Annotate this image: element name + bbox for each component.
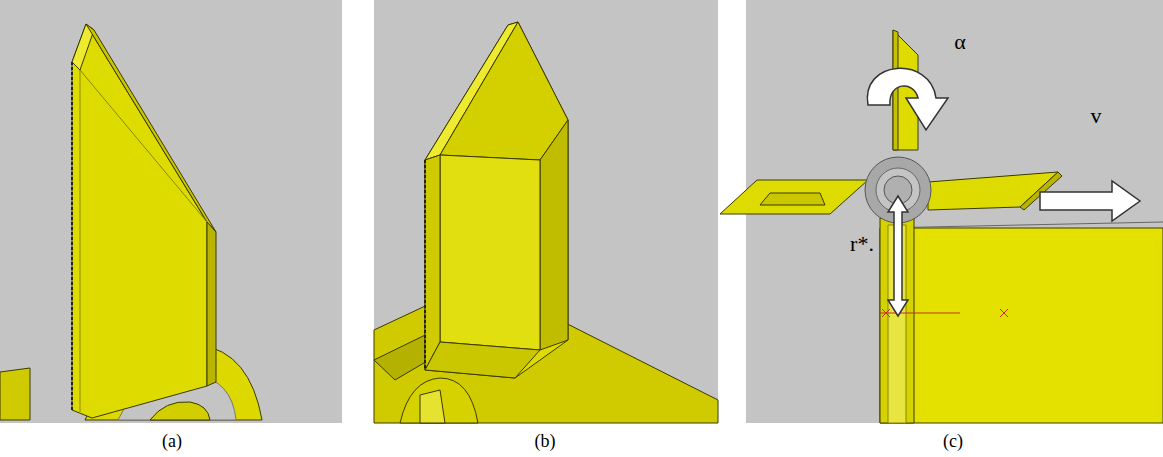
blade-a <box>0 24 262 420</box>
velocity-arrow <box>1040 181 1140 221</box>
angle-label: α <box>954 31 966 53</box>
radius-arrow <box>888 196 908 316</box>
caption-label: (b) <box>535 432 556 450</box>
rotor-c <box>720 30 1163 423</box>
caption-label: (a) <box>162 432 182 450</box>
velocity-label: v <box>1091 105 1102 127</box>
rotation-arrow <box>867 68 948 130</box>
blade-b <box>374 22 718 423</box>
panel-background <box>374 0 718 423</box>
panel-background <box>0 0 342 423</box>
radius-label: r*. <box>850 233 874 255</box>
caption-label: (c) <box>943 432 963 450</box>
